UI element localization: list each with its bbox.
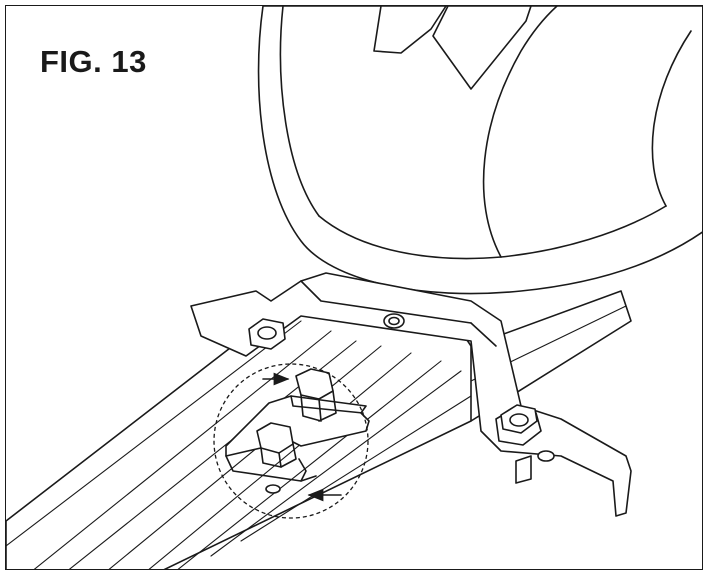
figure-label: FIG. 13 bbox=[37, 44, 150, 80]
hex-bolt-upper bbox=[295, 368, 337, 422]
bracket-nut-left bbox=[248, 318, 286, 350]
figure-frame: FIG. 13 bbox=[5, 5, 703, 570]
bracket-nut-right bbox=[495, 404, 555, 484]
mounting-bracket bbox=[190, 272, 632, 517]
mounting-illustration bbox=[6, 6, 702, 569]
hex-bolt-lower bbox=[256, 422, 297, 468]
detail-callout bbox=[213, 363, 369, 519]
opener-housing bbox=[257, 6, 702, 295]
